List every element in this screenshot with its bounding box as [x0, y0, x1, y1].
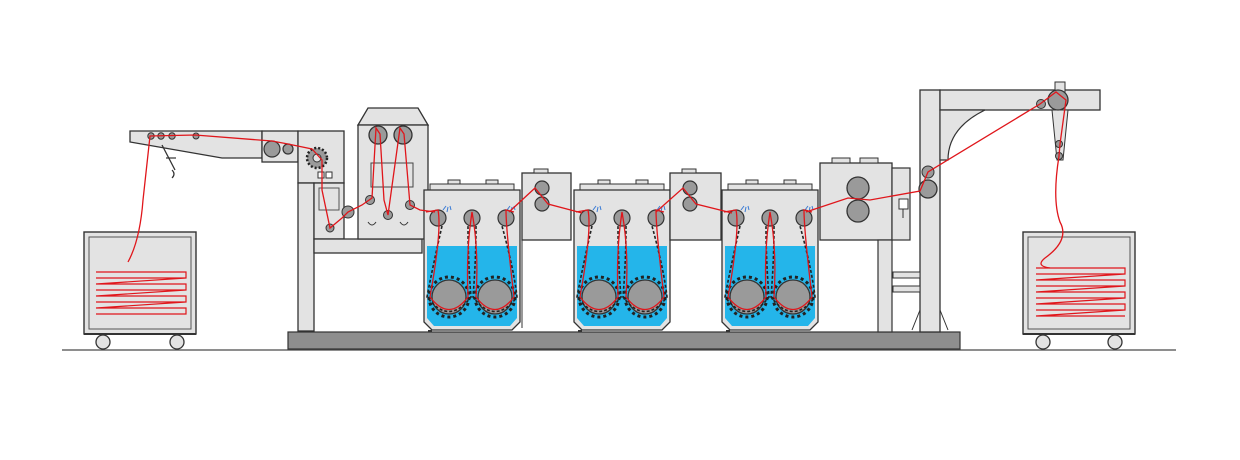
tank-fabric-loop [425, 209, 515, 311]
fabric-fold-stack [1035, 267, 1126, 317]
drum-chain-icon [427, 275, 471, 319]
tank-fabric-loop [575, 209, 665, 311]
roller-icon [192, 132, 200, 140]
tank-foot [726, 330, 730, 332]
roller-icon [846, 199, 870, 223]
cart-wheel-icon [169, 334, 185, 350]
roller-icon [581, 279, 617, 315]
roller-icon [627, 279, 663, 315]
roller-icon [846, 176, 870, 200]
tank-hood [429, 183, 515, 191]
tank-fabric-loops [425, 209, 813, 311]
spray-nozzle-icon [442, 205, 452, 213]
feed-cart-fabric-folds [95, 271, 187, 315]
machine-base [287, 331, 961, 350]
cart-wheel-icon [95, 334, 111, 350]
control-panel-icon [898, 198, 909, 210]
roller-icon [263, 140, 281, 158]
hood-cap [745, 179, 759, 185]
fabric-path [127, 126, 436, 263]
hood-cap [447, 179, 461, 185]
drum-chain-icon [771, 275, 815, 319]
tank-hood [727, 183, 813, 191]
roller-icon [431, 279, 467, 315]
roller-icon [477, 279, 513, 315]
tank-hood [579, 183, 665, 191]
roller-icon [393, 125, 413, 145]
roller-icon [775, 279, 811, 315]
wash-tank-1 [423, 179, 521, 332]
spray-nozzle-icon [740, 205, 750, 213]
tank-foot [578, 330, 582, 332]
drum-chain-icon [577, 275, 621, 319]
fabric-path [805, 91, 1067, 269]
spray-nozzle-icon [592, 205, 602, 213]
roller-icon [463, 209, 481, 227]
plaiting-column [892, 81, 1101, 333]
drum-chain-icon [473, 275, 517, 319]
squeeze-unit-2 [669, 168, 722, 241]
roller-icon [682, 180, 698, 196]
hood-cap [635, 179, 649, 185]
delivery-cart [1022, 231, 1136, 350]
roller-icon [682, 196, 698, 212]
squeeze-unit-1 [521, 168, 572, 328]
fabric-path [655, 187, 733, 214]
wash-tanks [423, 179, 819, 332]
delivery-cart-fabric-folds [1035, 267, 1126, 317]
drum-chain-icon [623, 275, 667, 319]
wash-tank-3 [721, 179, 819, 332]
fabric-path [508, 187, 583, 214]
cart-wheel-icon [1035, 334, 1051, 350]
roller-icon [534, 180, 550, 196]
drum-chain-icon [725, 275, 769, 319]
roller-icon [729, 279, 765, 315]
exit-squeezer [819, 157, 911, 333]
wash-tank-2 [573, 179, 671, 332]
roller-icon [613, 209, 631, 227]
roller-icon [1055, 140, 1063, 148]
roller-icon [368, 125, 388, 145]
feed-cart [83, 231, 197, 350]
padder-unit [356, 107, 430, 240]
cart-wheel-icon [1107, 334, 1123, 350]
hood-cap [597, 179, 611, 185]
roller-icon [918, 179, 938, 199]
hood-cap [485, 179, 499, 185]
roller-icon [534, 196, 550, 212]
tank-foot [428, 330, 432, 332]
roller-icon [282, 143, 294, 155]
fabric-fold-stack [95, 271, 187, 315]
roller-icon [761, 209, 779, 227]
tank-fabric-loop [723, 209, 813, 311]
hood-cap [783, 179, 797, 185]
